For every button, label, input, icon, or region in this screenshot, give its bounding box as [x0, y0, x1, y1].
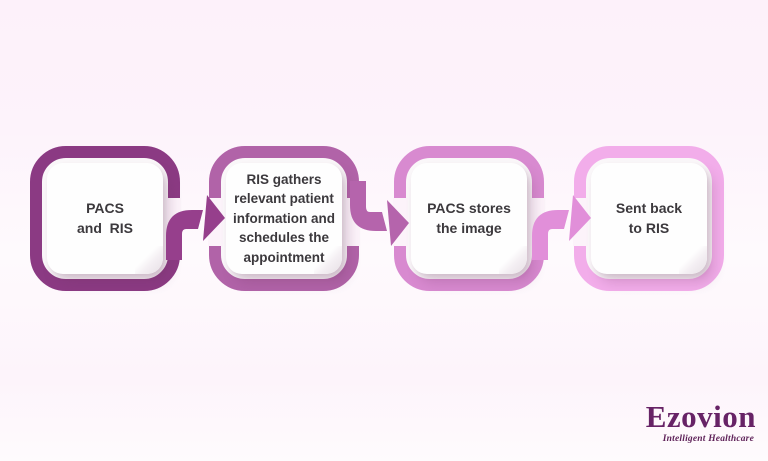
logo-tagline: Intelligent Healthcare [662, 433, 754, 444]
step-label: RIS gathers relevant patient information… [233, 171, 335, 265]
page-curl-decoration [679, 246, 707, 274]
step-label: PACS stores the image [427, 199, 511, 236]
flow-step-pacs-and-ris: PACS and RIS [30, 146, 181, 291]
page-curl-decoration [499, 246, 527, 274]
brand-logo: Ezovion Intelligent Healthcare [596, 401, 756, 445]
step-label: PACS and RIS [76, 199, 133, 236]
flow-step-sent-back-to-ris: Sent back to RIS [573, 146, 724, 291]
curved-arrow-icon [166, 195, 225, 260]
page-curl-decoration [135, 246, 163, 274]
curved-arrow-icon [350, 181, 409, 246]
step-card: PACS and RIS [47, 163, 163, 274]
flow-step-pacs-stores-image: PACS stores the image [393, 146, 545, 291]
logo-wordmark: Ezovion [645, 398, 756, 434]
step-card: Sent back to RIS [591, 163, 707, 274]
step-card: RIS gathers relevant patient information… [226, 163, 342, 274]
curved-arrow-icon [532, 195, 591, 260]
step-label: Sent back to RIS [615, 199, 683, 236]
flow-step-ris-gathers-info: RIS gathers relevant patient information… [208, 146, 360, 291]
step-card: PACS stores the image [411, 163, 527, 274]
